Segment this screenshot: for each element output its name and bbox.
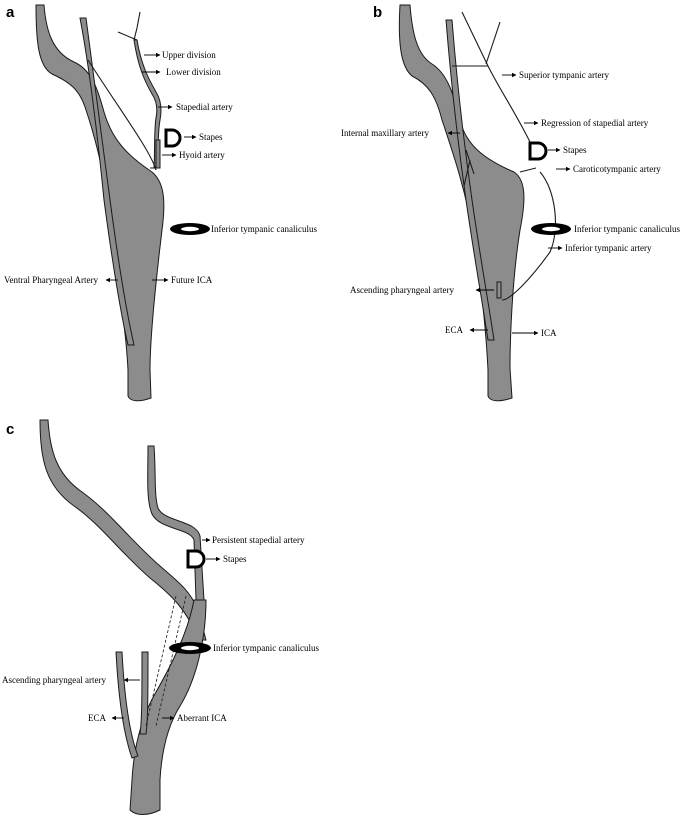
panel-b-letter: b	[373, 4, 382, 21]
panel-b-eca-label: ECA	[445, 325, 464, 335]
panel-b-caroticotympanic-label: Caroticotympanic artery	[573, 164, 661, 174]
panel-b-inferior-tympanic	[501, 171, 556, 301]
panel-a-lower-division	[117, 31, 138, 41]
panel-a-ventral-label: Ventral Pharyngeal Artery	[4, 275, 98, 285]
panel-a-ventral-pharyngeal-vessel	[79, 17, 135, 346]
panel-b-upper-branches	[452, 11, 501, 67]
panel-c-letter: c	[6, 421, 14, 438]
panel-b-inferior-tympanic-label: Inferior tympanic artery	[565, 243, 652, 253]
panel-c-canaliculus-label: Inferior tympanic canaliculus	[213, 643, 319, 653]
panel-b-canaliculus-label: Inferior tympanic canaliculus	[574, 224, 680, 234]
panel-a-letter: a	[6, 4, 15, 21]
panel-c-regressed-ica	[145, 595, 187, 727]
panel-a-stapedial-label: Stapedial artery	[176, 102, 233, 112]
panel-b-regression-label: Regression of stapedial artery	[541, 118, 649, 128]
panel-b-ascending-pharyngeal-vessel	[496, 281, 502, 299]
panel-a-hyoid-vessel	[155, 139, 161, 169]
panel-a-upper-division	[133, 11, 141, 41]
panel-c-ascending-pharyngeal-label: Ascending pharyngeal artery	[2, 675, 106, 685]
panel-c-aberrant-ica-label: Aberrant ICA	[177, 713, 227, 723]
panel-c-stapes-icon	[186, 549, 206, 569]
panel-c-canaliculus-hole	[181, 645, 199, 651]
panel-b-internal-maxillary-label: Internal maxillary artery	[341, 128, 429, 138]
panel-c-eca-label: ECA	[88, 713, 107, 723]
panel-a-main-vessel	[35, 4, 165, 402]
panel-a-canaliculus-label: Inferior tympanic canaliculus	[211, 224, 317, 234]
panel-c-stapes-label: Stapes	[223, 554, 247, 564]
panel-c-ascending-pharyngeal-vessel	[139, 651, 149, 735]
panel-b-stapes-label: Stapes	[563, 145, 587, 155]
panel-b-stapedial-remnant	[487, 65, 531, 143]
panel-c: c Persistent stapedial artery Stapes Inf…	[2, 419, 319, 815]
panel-b-internal-maxillary	[463, 149, 475, 187]
panel-b-ascending-pharyngeal-label: Ascending pharyngeal artery	[350, 285, 454, 295]
panel-a-canaliculus-hole	[181, 226, 199, 232]
panel-c-persistent-stapedial-label: Persistent stapedial artery	[212, 535, 305, 545]
panel-a-future-ica-label: Future ICA	[171, 275, 213, 285]
panel-b-caroticotympanic	[519, 167, 537, 173]
panel-a-stapedial-vessel	[133, 39, 162, 169]
panel-b-superior-tympanic-label: Superior tympanic artery	[519, 70, 609, 80]
panel-a-stapes-label: Stapes	[199, 132, 223, 142]
panel-a-thin-inner	[87, 59, 157, 171]
panel-a-hyoid-label: Hyoid artery	[179, 150, 225, 160]
panel-b: b Superior tympanic artery Regression of…	[341, 4, 680, 402]
panel-a-lower-division-label: Lower division	[166, 67, 221, 77]
panel-b-main-vessel	[398, 4, 525, 402]
panel-b-canaliculus-hole	[542, 226, 560, 232]
panel-c-eca-vessel	[115, 651, 139, 759]
panel-a: a Upper division Lower division Stapedia…	[4, 4, 317, 402]
panel-a-stapes-icon	[164, 128, 182, 148]
panel-b-stapes-icon	[528, 141, 548, 161]
panel-a-upper-division-label: Upper division	[162, 50, 216, 60]
panel-b-ica-label: ICA	[541, 328, 557, 338]
